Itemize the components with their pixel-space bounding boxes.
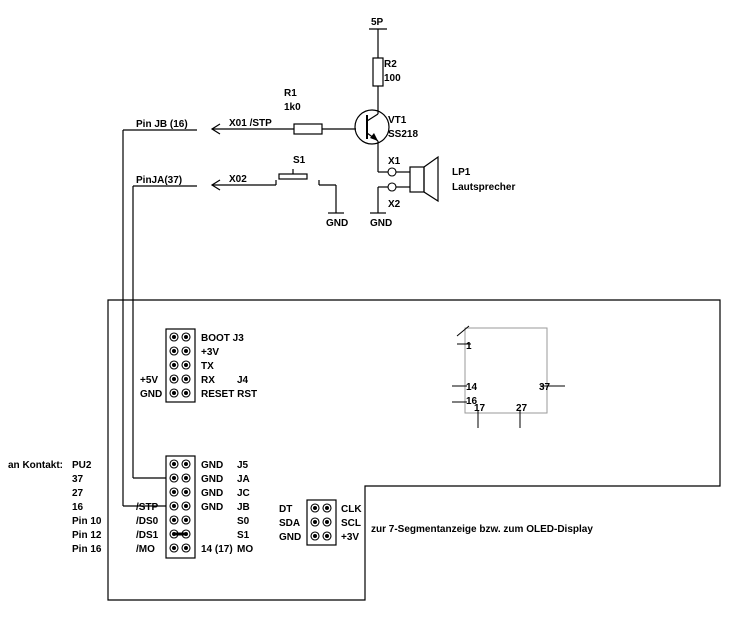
x1-label: X1 — [388, 156, 401, 167]
s1-pushbutton — [275, 169, 320, 185]
j3-label-tx: TX — [201, 361, 214, 372]
j5-label-j5: J5 — [237, 460, 249, 471]
chip-pin-16: 16 — [466, 396, 478, 407]
header-j3-pins — [169, 332, 191, 398]
lp1-desc: Lautsprecher — [452, 182, 515, 193]
s1-gnd-label: GND — [326, 218, 348, 229]
x01-arrow-icon — [210, 123, 221, 135]
j5-left-stp: /STP — [136, 502, 159, 513]
contact-pin16: Pin 16 — [72, 544, 102, 555]
j5-label-ja: JA — [237, 474, 250, 485]
chip-pin-1: 1 — [466, 341, 472, 352]
contact-27: 27 — [72, 488, 84, 499]
j5-left-ds1: /DS1 — [136, 530, 159, 541]
contact-37: 37 — [72, 474, 84, 485]
r1-ref: R1 — [284, 88, 297, 99]
header-j5 — [165, 455, 196, 559]
j5-right-gnd-1: GND — [201, 460, 223, 471]
s1-ref: S1 — [293, 155, 306, 166]
x1-terminal — [387, 167, 397, 177]
r2-value: 100 — [384, 73, 401, 84]
speaker-icon — [409, 155, 439, 203]
j5-right-gnd-3: GND — [201, 488, 223, 499]
j3-label-reset: RESET RST — [201, 389, 257, 400]
j5-right-pin14: 14 (17) — [201, 544, 233, 555]
display-clk: CLK — [341, 504, 362, 515]
j5-left-mo: /MO — [136, 544, 155, 555]
display-gnd: GND — [279, 532, 301, 543]
j5-right-gnd-2: GND — [201, 474, 223, 485]
j3-label-3v: +3V — [201, 347, 219, 358]
display-sda: SDA — [279, 518, 300, 529]
j5-right-gnd-4: GND — [201, 502, 223, 513]
x02-arrow-icon — [210, 179, 221, 191]
x02-label: X02 — [229, 174, 247, 185]
j5-right-s1: S1 — [237, 530, 250, 541]
supply-label: 5P — [371, 17, 384, 28]
contacts-title: an Kontakt: — [8, 460, 63, 471]
lp1-gnd-label: GND — [370, 218, 392, 229]
chip-pin-17: 17 — [474, 403, 486, 414]
lp1-ref: LP1 — [452, 167, 471, 178]
vt1-type: SS218 — [388, 129, 418, 140]
header-j3-j4 — [165, 328, 196, 403]
j3-label-gnd: GND — [140, 389, 162, 400]
header-display — [306, 499, 337, 546]
r1-value: 1k0 — [284, 102, 301, 113]
r1-resistor — [293, 123, 323, 135]
display-3v: +3V — [341, 532, 359, 543]
j5-label-mo: MO — [237, 544, 253, 555]
j5-label-jc: JC — [237, 488, 250, 499]
contact-pin10: Pin 10 — [72, 516, 102, 527]
display-scl: SCL — [341, 518, 361, 529]
contact-pin12: Pin 12 — [72, 530, 102, 541]
j5-label-jb: JB — [237, 502, 250, 513]
chip-outline — [464, 327, 548, 414]
display-caption: zur 7-Segmentanzeige bzw. zum OLED-Displ… — [371, 524, 593, 535]
chip-pin-27: 27 — [516, 403, 528, 414]
j5-left-ds0: /DS0 — [136, 516, 159, 527]
contact-pu2: PU2 — [72, 460, 92, 471]
header-display-pins — [310, 503, 332, 541]
board-outline — [107, 299, 721, 601]
x2-terminal — [387, 182, 397, 192]
chip-pin-14: 14 — [466, 382, 478, 393]
vt1-ref: VT1 — [388, 115, 407, 126]
pin-jb-label: Pin JB (16) — [136, 119, 188, 130]
j4-label: J4 — [237, 375, 249, 386]
r2-ref: R2 — [384, 59, 397, 70]
chip-pin-37: 37 — [539, 382, 551, 393]
j3-label-boot: BOOT J3 — [201, 333, 244, 344]
display-dt: DT — [279, 504, 292, 515]
r2-resistor — [372, 57, 384, 87]
x2-label: X2 — [388, 199, 401, 210]
header-j5-pins — [169, 459, 191, 553]
j3-label-5v: +5V — [140, 375, 158, 386]
j5-right-s0: S0 — [237, 516, 250, 527]
vt1-transistor — [354, 109, 390, 145]
x01-label: X01 /STP — [229, 118, 272, 129]
j3-label-rx: RX — [201, 375, 215, 386]
pin-ja-label: PinJA(37) — [136, 175, 182, 186]
contact-16: 16 — [72, 502, 84, 513]
